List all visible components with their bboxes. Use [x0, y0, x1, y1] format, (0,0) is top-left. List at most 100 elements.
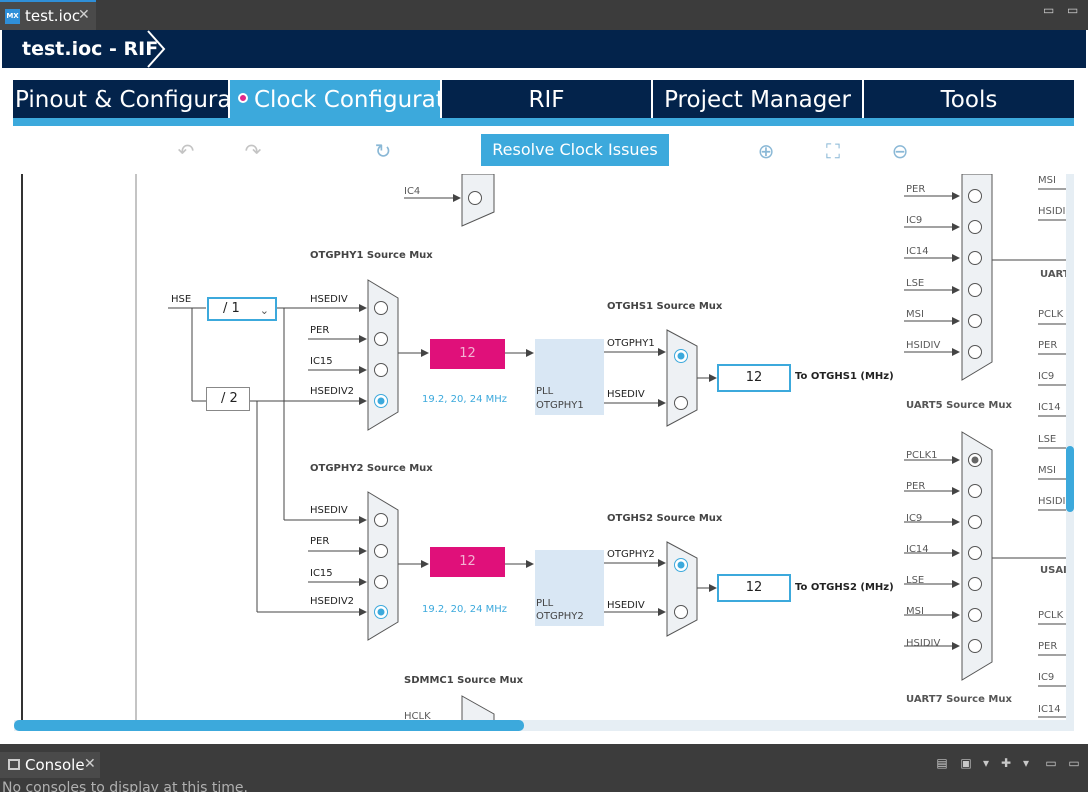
hse-div2-box: / 2	[206, 387, 250, 411]
otgphy2-frequency-field[interactable]: 12	[430, 547, 505, 577]
redo-icon[interactable]: ↷	[244, 139, 262, 163]
top-mux-input-ic4: IC4	[404, 186, 421, 197]
right-col-lse: LSE	[1038, 434, 1057, 445]
editor-tab-strip: MX test.ioc ✕ ▭ ▭	[0, 0, 1088, 30]
uart7-input-msi: MSI	[906, 606, 924, 617]
otghs1-output-label: To OTGHS1 (MHz)	[795, 371, 894, 382]
uart7-mux-title: UART7 Source Mux	[906, 694, 1012, 705]
otghs2-mux-shape	[666, 541, 698, 637]
editor-tab-test-ioc[interactable]: MX test.ioc ✕	[0, 0, 96, 30]
console-panel	[0, 744, 1088, 792]
zoom-in-icon[interactable]: ⊕	[757, 139, 775, 163]
title-bar-spacer	[2, 68, 1086, 80]
otgphy2-input-ic15: IC15	[310, 568, 333, 579]
close-icon[interactable]: ✕	[78, 7, 90, 23]
dropdown-arrow-icon-2[interactable]: ▾	[1022, 756, 1030, 770]
pll-otgphy1-label-2: OTGPHY1	[536, 400, 584, 411]
clock-tree-canvas[interactable]: IC4 OTGPHY1 Source Mux HSE / 1 ⌄ / 2 HSE…	[14, 174, 1074, 722]
uart5-input-hsidiv: HSIDIV	[906, 340, 941, 351]
tab-clock-configuration[interactable]: Clock Configuration	[230, 80, 442, 118]
fit-to-screen-icon[interactable]: ⛶	[826, 139, 840, 163]
sdmmc1-mux-title: SDMMC1 Source Mux	[404, 675, 524, 686]
minimize-icon[interactable]: ▭	[1043, 3, 1055, 17]
tab-pinout-configuration[interactable]: Pinout & Configuration	[13, 80, 230, 118]
undo-icon[interactable]: ↶	[177, 139, 195, 163]
right-col-hsidi-2: HSIDI	[1038, 496, 1066, 507]
uart5-input-msi: MSI	[906, 309, 924, 320]
console-empty-message: No consoles to display at this time.	[2, 780, 248, 792]
open-console-icon[interactable]: ▤	[936, 756, 948, 770]
minimize-console-icon[interactable]: ▭	[1045, 756, 1057, 770]
uart5-output-partial: UART	[1040, 269, 1070, 280]
otghs1-input-hsediv: HSEDIV	[607, 389, 645, 400]
hse-divider-select[interactable]: / 1 ⌄	[207, 297, 277, 321]
otgphy1-input-per: PER	[310, 325, 330, 336]
hse-label: HSE	[171, 294, 192, 305]
new-console-icon[interactable]: ✚	[1000, 756, 1012, 770]
uart5-input-ic14: IC14	[906, 246, 929, 257]
pll-otgphy2-label-2: OTGPHY2	[536, 611, 584, 622]
vertical-scrollbar[interactable]	[1066, 174, 1074, 720]
horizontal-scrollbar-thumb[interactable]	[14, 720, 524, 731]
pll-otgphy2-label-1: PLL	[536, 598, 554, 609]
sdmmc1-input-hclk: HCLK	[404, 711, 431, 722]
uart7-input-ic9: IC9	[906, 513, 923, 524]
uart7-input-hsidiv: HSIDIV	[906, 638, 941, 649]
right-col-msi: MSI	[1038, 175, 1056, 186]
horizontal-scrollbar[interactable]	[14, 720, 1074, 731]
otghs1-input-otgphy1: OTGPHY1	[607, 338, 655, 349]
otghs2-input-hsediv: HSEDIV	[607, 600, 645, 611]
tab-project-manager[interactable]: Project Manager	[653, 80, 864, 118]
uart7-output-partial: USAI	[1040, 565, 1067, 576]
warning-badge-icon	[238, 93, 248, 103]
dropdown-arrow-icon[interactable]: ▾	[982, 756, 990, 770]
page-title: test.ioc - RIF	[22, 38, 159, 60]
uart7-input-ic14: IC14	[906, 544, 929, 555]
close-icon[interactable]: ✕	[84, 756, 96, 772]
tab-underline	[13, 118, 1074, 126]
otghs2-mux-title: OTGHS2 Source Mux	[607, 513, 723, 524]
maximize-icon[interactable]: ▭	[1067, 3, 1079, 17]
vertical-scrollbar-thumb[interactable]	[1066, 446, 1074, 512]
otgphy2-range-hint: 19.2, 20, 24 MHz	[422, 604, 508, 615]
otghs1-frequency-field[interactable]: 12	[717, 364, 791, 392]
otghs2-input-otgphy2: OTGPHY2	[607, 549, 655, 560]
otgphy1-frequency-field[interactable]: 12	[430, 339, 505, 369]
otgphy1-mux-shape	[367, 279, 399, 431]
tab-tools[interactable]: Tools	[940, 87, 998, 113]
tab-rif[interactable]: RIF	[442, 80, 653, 118]
otghs2-frequency-field[interactable]: 12	[717, 574, 791, 602]
editor-tab-label: test.ioc	[25, 7, 81, 25]
right-col-hsidi: HSIDI	[1038, 206, 1066, 217]
uart7-input-per: PER	[906, 481, 926, 492]
otgphy1-mux-title: OTGPHY1 Source Mux	[310, 250, 433, 261]
chevron-down-icon: ⌄	[259, 304, 269, 317]
right-col-per: PER	[1038, 340, 1058, 351]
otgphy2-input-hsediv2: HSEDIV2	[310, 596, 355, 607]
right-col-msi-2: MSI	[1038, 465, 1056, 476]
uart7-input-lse: LSE	[906, 575, 925, 586]
pll-otgphy1-label-1: PLL	[536, 386, 554, 397]
resolve-clock-issues-button[interactable]: Resolve Clock Issues	[481, 134, 669, 166]
right-col-pclk-2: PCLK	[1038, 610, 1064, 621]
right-col-pclk: PCLK	[1038, 309, 1064, 320]
otgphy1-input-hsediv2: HSEDIV2	[310, 386, 355, 397]
otgphy1-range-hint: 19.2, 20, 24 MHz	[422, 394, 508, 405]
display-console-icon[interactable]: ▣	[960, 756, 972, 770]
pll-otgphy2-box	[535, 550, 604, 626]
otghs1-mux-shape	[666, 329, 698, 427]
maximize-console-icon[interactable]: ▭	[1068, 756, 1080, 770]
right-col-ic9-2: IC9	[1038, 672, 1055, 683]
otgphy2-input-per: PER	[310, 536, 330, 547]
zoom-out-icon[interactable]: ⊖	[891, 139, 909, 163]
stm32cubemx-icon: MX	[5, 9, 20, 24]
uart5-input-ic9: IC9	[906, 215, 923, 226]
console-tab[interactable]: Console ✕	[0, 752, 100, 778]
otgphy2-input-hsediv: HSEDIV	[310, 505, 348, 516]
reset-clock-icon[interactable]: ↻	[374, 139, 392, 163]
otgphy1-input-hsediv: HSEDIV	[310, 294, 348, 305]
otghs1-mux-title: OTGHS1 Source Mux	[607, 301, 723, 312]
uart5-mux-title: UART5 Source Mux	[906, 400, 1012, 411]
right-col-ic14: IC14	[1038, 402, 1061, 413]
right-col-per-2: PER	[1038, 641, 1058, 652]
